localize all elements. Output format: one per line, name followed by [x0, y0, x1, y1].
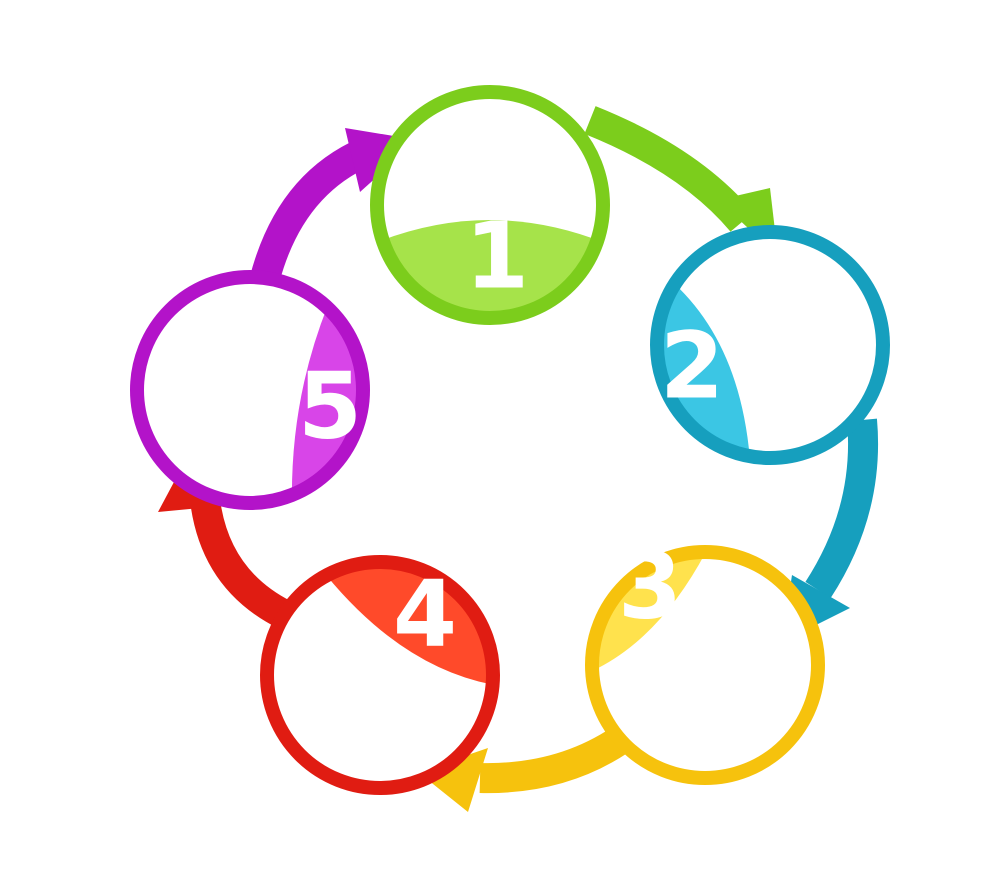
step-3-node: 3 — [585, 532, 825, 785]
step-1-number: 1 — [465, 202, 529, 309]
step-5-number: 5 — [298, 352, 362, 459]
step-4-node: 4 — [260, 555, 500, 795]
step-1-ring — [370, 85, 610, 325]
arrow-3-to-4 — [418, 727, 629, 812]
step-4-ring — [260, 555, 500, 795]
step-5-ring — [130, 270, 370, 510]
step-3-number: 3 — [618, 532, 682, 639]
step-2-number: 2 — [660, 312, 724, 419]
step-2-ring — [650, 225, 890, 465]
step-1-node: 1 — [370, 85, 610, 325]
step-2-node: 2 — [650, 225, 890, 465]
step-3-ring — [585, 545, 825, 785]
step-4-number: 4 — [393, 560, 457, 667]
step-5-node: 5 — [130, 270, 370, 510]
